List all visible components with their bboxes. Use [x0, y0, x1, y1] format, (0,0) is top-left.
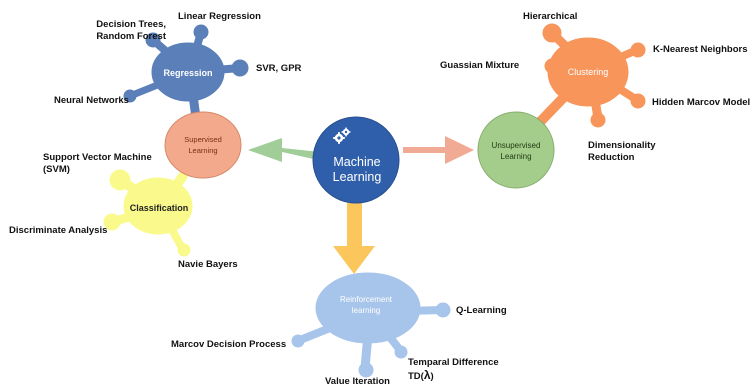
- clustering-label: Clustering: [567, 67, 609, 77]
- reinforcement-blob: [291, 272, 451, 378]
- classification-label: Classification: [129, 203, 189, 213]
- leaf-knn: K-Nearest Neighbors: [653, 44, 748, 55]
- leaf-discriminate-analysis: Discriminate Analysis: [9, 225, 108, 236]
- leaf-mdp: Marcov Decision Process: [171, 339, 287, 350]
- supervised-label-line2: Learning: [188, 146, 218, 155]
- center-label: Machine Learning: [333, 155, 382, 185]
- supervised-node: [164, 111, 242, 179]
- leaf-hmm: Hidden Marcov Model: [652, 97, 751, 108]
- leaf-value-iteration: Value Iteration: [325, 376, 390, 387]
- leaf-gaussian-mixture: Guassian Mixture: [440, 60, 520, 71]
- leaf-temporal-difference: Temparal Difference TD(λ): [408, 357, 499, 383]
- leaf-svm: Support Vector Machine (SVM): [43, 152, 152, 176]
- leaf-td-prefix: TD(: [408, 371, 424, 382]
- supervised-label: Supervised Learning: [184, 134, 222, 156]
- leaf-td-line1: Temparal Difference: [408, 357, 499, 368]
- lambda-symbol: λ: [423, 368, 431, 382]
- unsupervised-label: Unsupervised Learning: [492, 140, 541, 162]
- leaf-decision-trees-line1: Decision Trees,: [96, 19, 166, 30]
- clustering-blob: [535, 23, 646, 128]
- leaf-td-line2: TD(λ): [408, 369, 499, 383]
- leaf-svr-gpr: SVR, GPR: [256, 63, 302, 74]
- center-label-line2: Learning: [332, 170, 382, 184]
- unsupervised-label-line1: Unsupervised: [491, 141, 541, 150]
- leaf-dimensionality-reduction: Dimensionality Reduction: [588, 140, 656, 164]
- regression-blob: [123, 24, 249, 123]
- leaf-decision-trees-line2: Random Forest: [96, 31, 166, 42]
- supervised-label-line1: Supervised: [184, 135, 222, 144]
- reinforcement-label-line1: Reinforcement: [339, 295, 393, 304]
- center-label-line1: Machine: [333, 155, 381, 169]
- leaf-linear-regression: Linear Regression: [178, 11, 261, 22]
- leaf-hierarchical: Hierarchical: [523, 11, 578, 22]
- leaf-q-learning: Q-Learning: [456, 305, 507, 316]
- unsupervised-node: [477, 111, 555, 189]
- unsupervised-label-line2: Learning: [500, 152, 532, 161]
- leaf-dimensionality-line2: Reduction: [588, 152, 635, 163]
- leaf-neural-networks: Neural Networks: [54, 95, 129, 106]
- leaf-decision-trees: Decision Trees, Random Forest: [82, 19, 166, 43]
- arrow-to-supervised: [248, 138, 320, 162]
- classification-blob: [103, 169, 193, 257]
- leaf-svm-line2: (SVM): [43, 164, 70, 175]
- leaf-dimensionality-line1: Dimensionality: [588, 140, 656, 151]
- leaf-td-suffix: ): [430, 371, 434, 382]
- arrow-to-unsupervised: [403, 136, 474, 164]
- reinforcement-label-line2: learning: [351, 306, 381, 315]
- reinforcement-label: Reinforcement learning: [340, 294, 392, 316]
- arrow-to-reinforcement: [333, 203, 375, 274]
- regression-label: Regression: [163, 68, 213, 78]
- leaf-svm-line1: Support Vector Machine: [43, 152, 152, 163]
- leaf-navie-bayers: Navie Bayers: [178, 259, 238, 270]
- gears-icon: [333, 127, 351, 144]
